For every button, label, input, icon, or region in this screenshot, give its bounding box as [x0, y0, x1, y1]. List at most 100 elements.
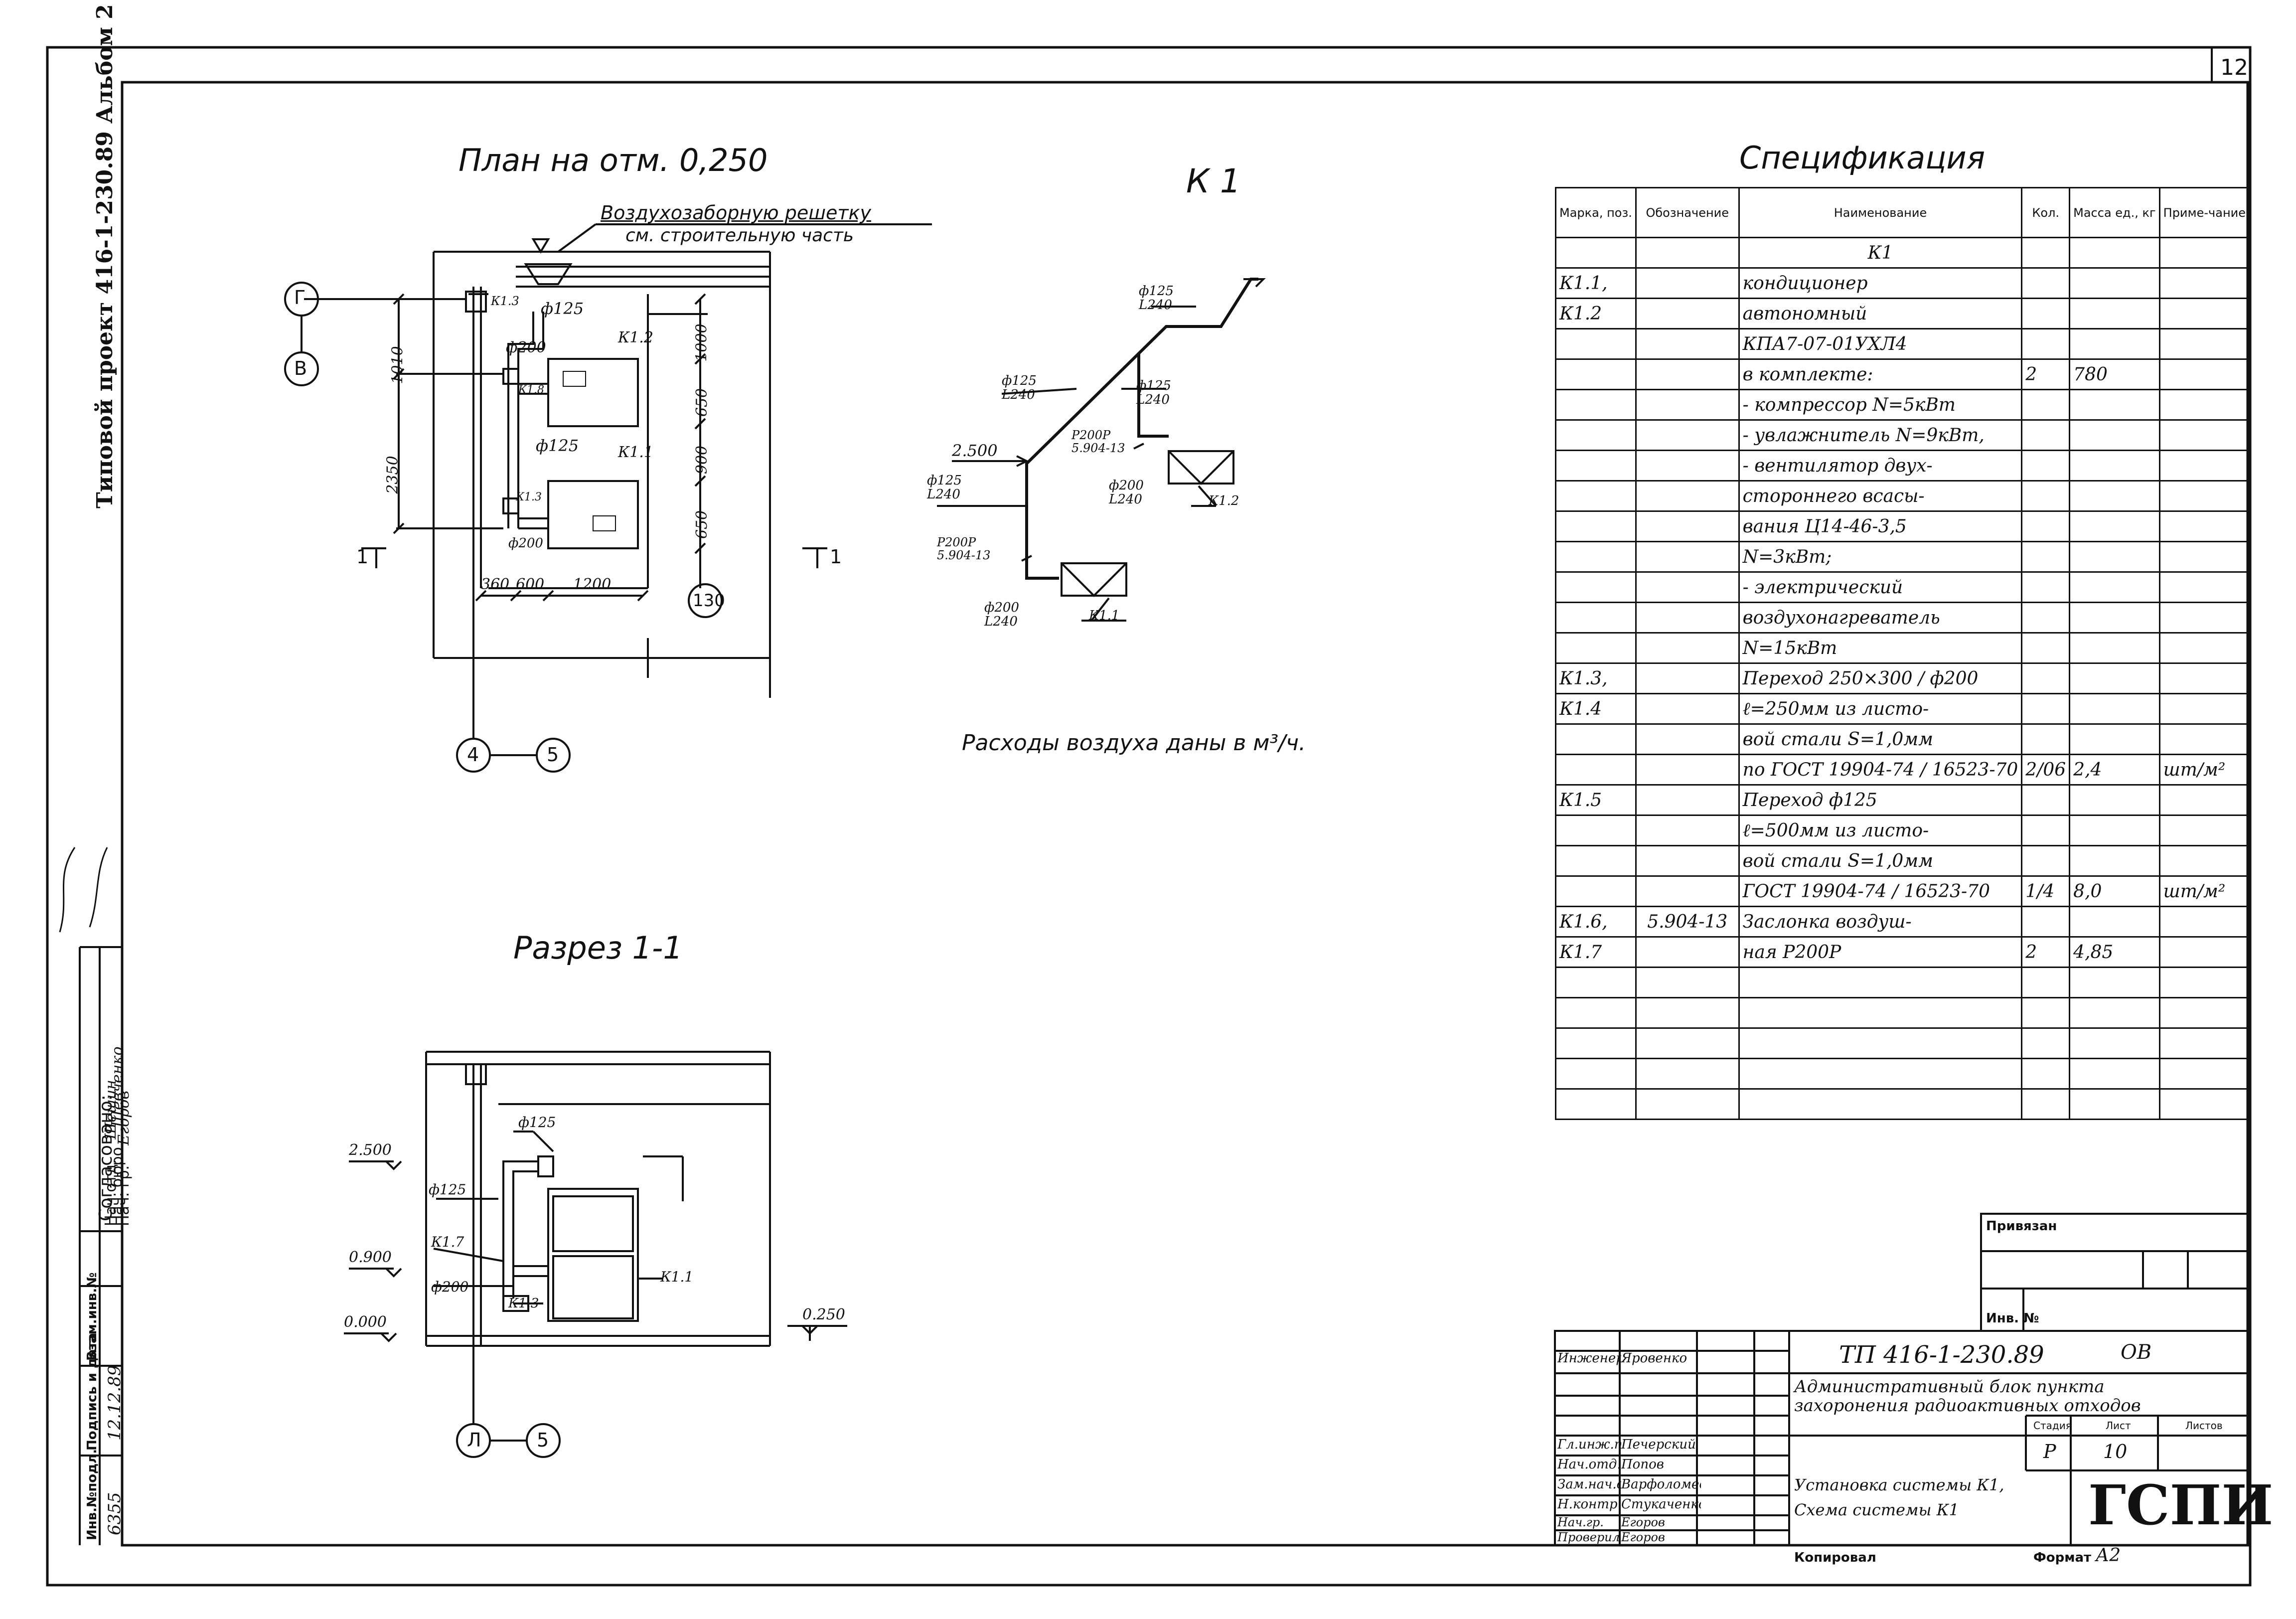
tb-person: Н.контр.Стукаченко — [1557, 1497, 1757, 1517]
tb-format-label: Формат — [2033, 1550, 2092, 1565]
spec-cell — [2158, 419, 2251, 451]
section-title: Разрез 1-1 — [513, 930, 683, 966]
tb-desc-1: Установка системы К1, — [1794, 1475, 2004, 1494]
tb-sheet-header: Лист — [2106, 1420, 2131, 1432]
spec-cell: N=3кВт; — [1738, 541, 2023, 573]
spec-cell — [1635, 967, 1740, 998]
spec-cell — [1555, 480, 1637, 512]
spec-cell — [2021, 510, 2071, 542]
spec-cell — [1555, 814, 1637, 846]
tb-person-role: Проверил — [1557, 1530, 1620, 1544]
k1-label-c-diam: ф125 — [1136, 378, 1171, 393]
spec-cell — [2021, 814, 2071, 846]
spec-cell: Заслонка воздуш- — [1738, 906, 2023, 938]
spec-cell — [2021, 602, 2071, 634]
dim-600: 600 — [516, 576, 545, 593]
spec-cell — [2158, 571, 2251, 603]
spec-cell: К1.5 — [1555, 784, 1637, 816]
k1-note: Расходы воздуха даны в м³/ч. — [962, 730, 1306, 756]
spec-cell — [2069, 967, 2160, 998]
spec-cell — [2069, 997, 2160, 1029]
spec-cell — [2158, 541, 2251, 573]
tb-people-2: Нач.отд.Попов — [1557, 1457, 1757, 1477]
spec-row: - вентилятор двух- — [1555, 450, 2251, 482]
spec-cell — [1635, 237, 1740, 269]
spec-row: К1.5 Переход ф125 — [1555, 784, 2251, 816]
dim-650b: 650 — [693, 510, 711, 539]
spec-row: вой стали S=1,0мм — [1555, 723, 2251, 755]
spec-col-note: Приме-чание — [2158, 187, 2251, 238]
k1-label-c: ф125 L240 — [1136, 379, 1171, 407]
spec-col-designation: Обозначение — [1635, 187, 1740, 238]
tb-person: Нач.гр.Егоров — [1557, 1515, 1757, 1530]
spec-cell — [2021, 571, 2071, 603]
spec-cell — [2158, 602, 2251, 634]
spec-cell — [2158, 784, 2251, 816]
axis-5: 5 — [547, 744, 559, 766]
spec-cell: КПА7-07-01УХЛ4 — [1738, 328, 2023, 360]
spec-cell: Переход ф125 — [1738, 784, 2023, 816]
spec-row: вой стали S=1,0мм — [1555, 845, 2251, 877]
tb-person: Гл.инж.пр-таПечерский — [1557, 1437, 1757, 1457]
spec-cell — [2069, 784, 2160, 816]
spec-cell — [1635, 450, 1740, 482]
spec-cell — [2021, 662, 2071, 694]
tb-person-role: Инженер — [1557, 1351, 1621, 1366]
spec-cell — [1635, 754, 1740, 786]
tb-people-3: Зам.нач.отд.Варфоломеев — [1557, 1477, 1757, 1497]
spec-cell — [2158, 967, 2251, 998]
spec-cell — [2158, 662, 2251, 694]
spec-cell — [2158, 298, 2251, 329]
section-level-0250: 0.250 — [802, 1306, 845, 1323]
tb-people-4: Н.контр.Стукаченко — [1557, 1497, 1757, 1517]
spec-cell: К1.1, — [1555, 267, 1637, 299]
vzam-label: Взам.инв.№ — [85, 1272, 100, 1361]
k1-label-e: ф200 L240 — [1109, 479, 1144, 506]
spec-row: N=15кВт — [1555, 632, 2251, 664]
spec-cell: 4,85 — [2069, 936, 2160, 968]
spec-row: стороннего всасы- — [1555, 480, 2251, 512]
spec-cell: автономный — [1738, 298, 2023, 329]
spec-cell: кондиционер — [1738, 267, 2023, 299]
spec-cell — [1635, 389, 1740, 421]
spec-cell: в комплекте: — [1738, 358, 2023, 390]
plan-label-k18: К1.8 — [518, 384, 545, 396]
k1-damper-2-series: 5.904-13 — [937, 548, 991, 562]
spec-row: воздухонагреватель — [1555, 602, 2251, 634]
spec-cell — [1555, 389, 1637, 421]
spec-cell — [1555, 237, 1637, 269]
tb-privyazan: Привязан — [1986, 1219, 2057, 1234]
spec-cell — [1635, 541, 1740, 573]
dim-360: 360 — [481, 576, 510, 593]
spec-cell — [2021, 967, 2071, 998]
spec-cell — [2158, 237, 2251, 269]
spec-row: К1 — [1555, 237, 2251, 269]
spec-title: Спецификация — [1739, 140, 1986, 176]
spec-cell: ГОСТ 19904-74 / 16523-70 — [1738, 875, 2023, 907]
section-mark-left: 1 — [356, 546, 369, 568]
spec-cell — [1635, 936, 1740, 968]
spec-row: - увлажнитель N=9кВт, — [1555, 419, 2251, 451]
spec-cell — [2069, 298, 2160, 329]
spec-row: вания Ц14-46-3,5 — [1555, 510, 2251, 542]
spec-cell: 5.904-13 — [1635, 906, 1740, 938]
tb-people-5: Нач.гр.Егоров — [1557, 1515, 1757, 1530]
k1-damper-1-series: 5.904-13 — [1071, 441, 1125, 455]
spec-cell — [2158, 389, 2251, 421]
spec-cell — [1635, 1058, 1740, 1090]
inv-label: Инв.№подл. — [85, 1449, 100, 1540]
spec-cell: ℓ=500мм из листо- — [1738, 814, 2023, 846]
plan-label-k13: К1.3 — [491, 294, 519, 308]
spec-cell: вой стали S=1,0мм — [1738, 723, 2023, 755]
spec-cell — [2158, 510, 2251, 542]
spec-cell — [1635, 510, 1740, 542]
spec-row — [1555, 1058, 2251, 1090]
spec-cell — [1555, 1088, 1637, 1120]
spec-cell: вой стали S=1,0мм — [1738, 845, 2023, 877]
spec-cell — [2021, 997, 2071, 1029]
spec-cell: К1 — [1738, 237, 2023, 269]
spec-cell: шт/м² — [2158, 875, 2251, 907]
